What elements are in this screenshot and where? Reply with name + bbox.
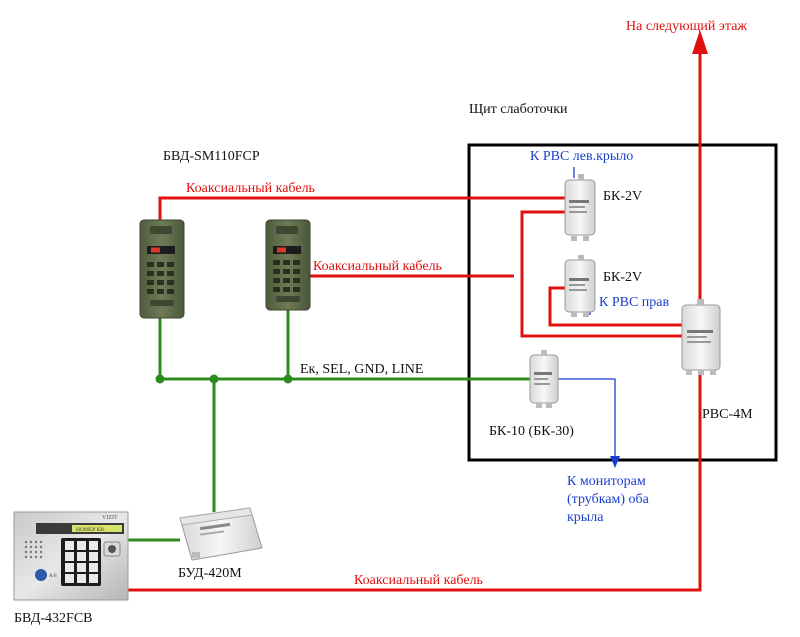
weak-current-cabinet: [467, 143, 778, 462]
label-next-floor: На следующий этаж: [626, 19, 747, 34]
label-bus: Ек, SEL, GND, LINE: [300, 362, 423, 377]
coax-wiring: [58, 52, 702, 600]
label-monitors-1: К мониторам: [567, 474, 646, 489]
label-bk2v-mid: БК-2V: [603, 270, 642, 285]
splitter-bk2v-top: [564, 174, 596, 241]
splitter-bk2v-mid: [564, 255, 596, 317]
label-rvs-right: К РВС прав: [599, 295, 670, 310]
label-bk10: БК-10 (БК-30): [489, 424, 574, 439]
panel-display: НОМЕР КВ.: [76, 527, 106, 533]
label-coax-top: Коаксиальный кабель: [186, 181, 315, 196]
label-monitors-2: (трубкам) оба: [567, 492, 650, 507]
label-bud420m: БУД-420М: [178, 566, 242, 581]
distributor-rvs4m: [681, 299, 721, 375]
panel-brand: VIZIT: [102, 515, 118, 521]
bus-junction: [283, 374, 293, 384]
svg-text:A/S: A/S: [49, 574, 57, 579]
arrow-down-icon: [610, 456, 620, 468]
label-rvs4m: РВС-4М: [702, 407, 753, 422]
arrow-up-icon: [692, 30, 708, 54]
switch-bk10: [529, 350, 559, 408]
call-panel-bvd432: VIZIT НОМЕР КВ. A/S: [13, 511, 129, 601]
label-bvd432: БВД-432FCB: [14, 611, 93, 626]
bus-junction: [209, 374, 219, 384]
label-panel-title: Щит слаботочки: [469, 102, 568, 117]
label-coax-bottom: Коаксиальный кабель: [354, 573, 483, 588]
label-monitors-3: крыла: [567, 510, 604, 525]
call-panel-bvd-sm110-1: [139, 219, 185, 319]
label-bk2v-top: БК-2V: [603, 189, 642, 204]
label-bvd-sm110: БВД-SM110FCP: [163, 149, 260, 164]
label-coax-mid: Коаксиальный кабель: [313, 259, 442, 274]
control-unit-bud420m: [179, 507, 263, 561]
bus-wiring: [128, 310, 530, 542]
label-rvs-left-wing: К РВС лев.крыло: [530, 149, 633, 164]
call-panel-bvd-sm110-2: [265, 219, 311, 311]
bus-junction: [155, 374, 165, 384]
